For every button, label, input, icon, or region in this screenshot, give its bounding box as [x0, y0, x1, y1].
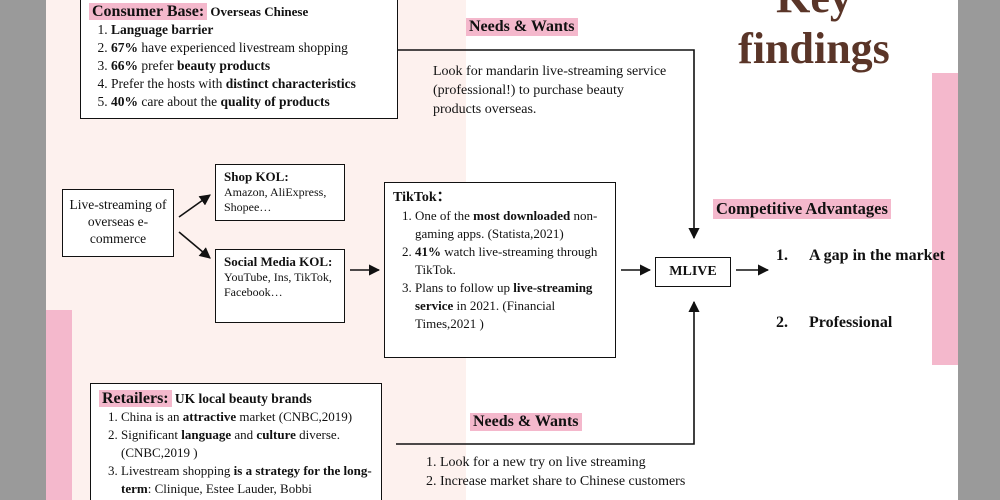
consumer-base-label: Consumer Base: — [89, 3, 208, 20]
title-line1: Key — [714, 0, 914, 20]
retailers-label: Retailers: — [99, 390, 172, 407]
list-item: Livestream shopping is a strategy for th… — [121, 462, 373, 498]
consumer-base-subject: Overseas Chinese — [210, 4, 309, 19]
overseas-ecommerce-box: Live-streaming of overseas e-commerce — [62, 189, 174, 257]
competitive-advantages-label: Competitive Advantages — [713, 199, 891, 219]
needs-wants-bottom-list: Look for a new try on live streaming Inc… — [418, 453, 740, 491]
slide: Key findings Consumer Base: Overseas Chi… — [46, 0, 958, 500]
advantage-item-2: 2.Professional — [776, 314, 893, 331]
tiktok-box: TikTok： One of the most downloaded non-g… — [384, 182, 616, 358]
mlive-box: MLIVE — [655, 257, 731, 287]
social-kol-text: YouTube, Ins, TikTok, Facebook… — [224, 270, 332, 299]
list-item: One of the most downloaded non-gaming ap… — [415, 207, 607, 243]
pink-accent-strip-right — [932, 73, 958, 365]
tiktok-title: TikTok： — [393, 190, 451, 205]
list-item: Look for a new try on live streaming — [440, 453, 740, 472]
tiktok-list: One of the most downloaded non-gaming ap… — [393, 207, 607, 333]
shop-kol-text: Amazon, AliExpress, Shopee… — [224, 185, 327, 214]
list-item: Plans to follow up live-streaming servic… — [415, 279, 607, 333]
needs-wants-top-label: Needs & Wants — [466, 18, 578, 36]
consumer-base-list: Language barrier 67% have experienced li… — [89, 21, 389, 111]
list-item: Increase market share to Chinese custome… — [440, 472, 740, 491]
shop-kol-title: Shop KOL: — [224, 169, 289, 184]
list-item: 41% watch live-streaming through TikTok. — [415, 243, 607, 279]
social-kol-title: Social Media KOL: — [224, 254, 333, 269]
list-item: 67% have experienced livestream shopping — [111, 39, 389, 57]
pink-accent-strip-left — [46, 310, 72, 500]
retailers-list: China is an attractive market (CNBC,2019… — [99, 408, 373, 498]
title-line2: findings — [738, 24, 890, 73]
list-item: Language barrier — [111, 21, 389, 39]
list-item: 40% care about the quality of products — [111, 93, 389, 111]
needs-wants-bottom-label: Needs & Wants — [470, 413, 582, 431]
social-media-kol-box: Social Media KOL: YouTube, Ins, TikTok, … — [215, 249, 345, 323]
retailers-subject: UK local beauty brands — [174, 391, 312, 406]
needs-wants-top-text: Look for mandarin live-streaming service… — [433, 64, 667, 117]
list-item: 66% prefer beauty products — [111, 57, 389, 75]
advantage-item-1: 1.A gap in the market — [776, 247, 945, 264]
list-item: China is an attractive market (CNBC,2019… — [121, 408, 373, 426]
retailers-box: Retailers: UK local beauty brands China … — [90, 383, 382, 500]
list-item: Prefer the hosts with distinct character… — [111, 75, 389, 93]
list-item: Significant language and culture diverse… — [121, 426, 373, 462]
consumer-base-box: Consumer Base: Overseas Chinese Language… — [80, 0, 398, 119]
shop-kol-box: Shop KOL: Amazon, AliExpress, Shopee… — [215, 164, 345, 221]
